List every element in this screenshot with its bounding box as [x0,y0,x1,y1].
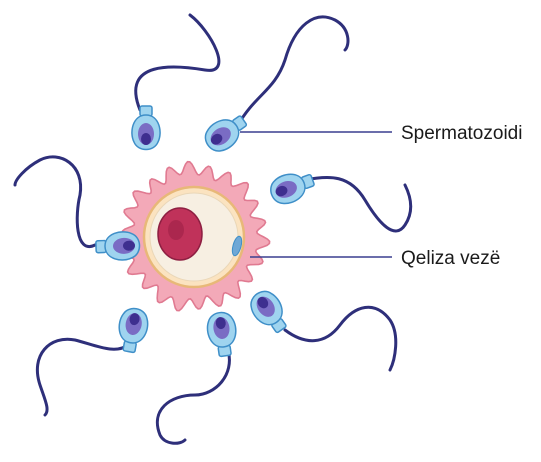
sperm-tail-4 [15,157,95,247]
egg-label: Qeliza vezë [401,248,500,269]
sperm-tail-5 [285,307,396,370]
sperm-tail-1 [136,15,219,110]
sperm-head-3 [267,167,318,208]
sperm-tail-7 [157,350,229,443]
sperm-tail-3 [305,177,411,231]
sperm-label: Spermatozoidi [401,123,522,144]
sperm-tail-6 [37,339,128,415]
egg-nucleolus [168,220,184,240]
sperm-head-4 [96,231,140,261]
sperm-head-6 [115,306,150,354]
sperm-head-1 [132,106,160,150]
sperm-tail-2 [238,17,348,125]
egg-cell [121,162,270,311]
sperm-head-7 [205,311,239,358]
